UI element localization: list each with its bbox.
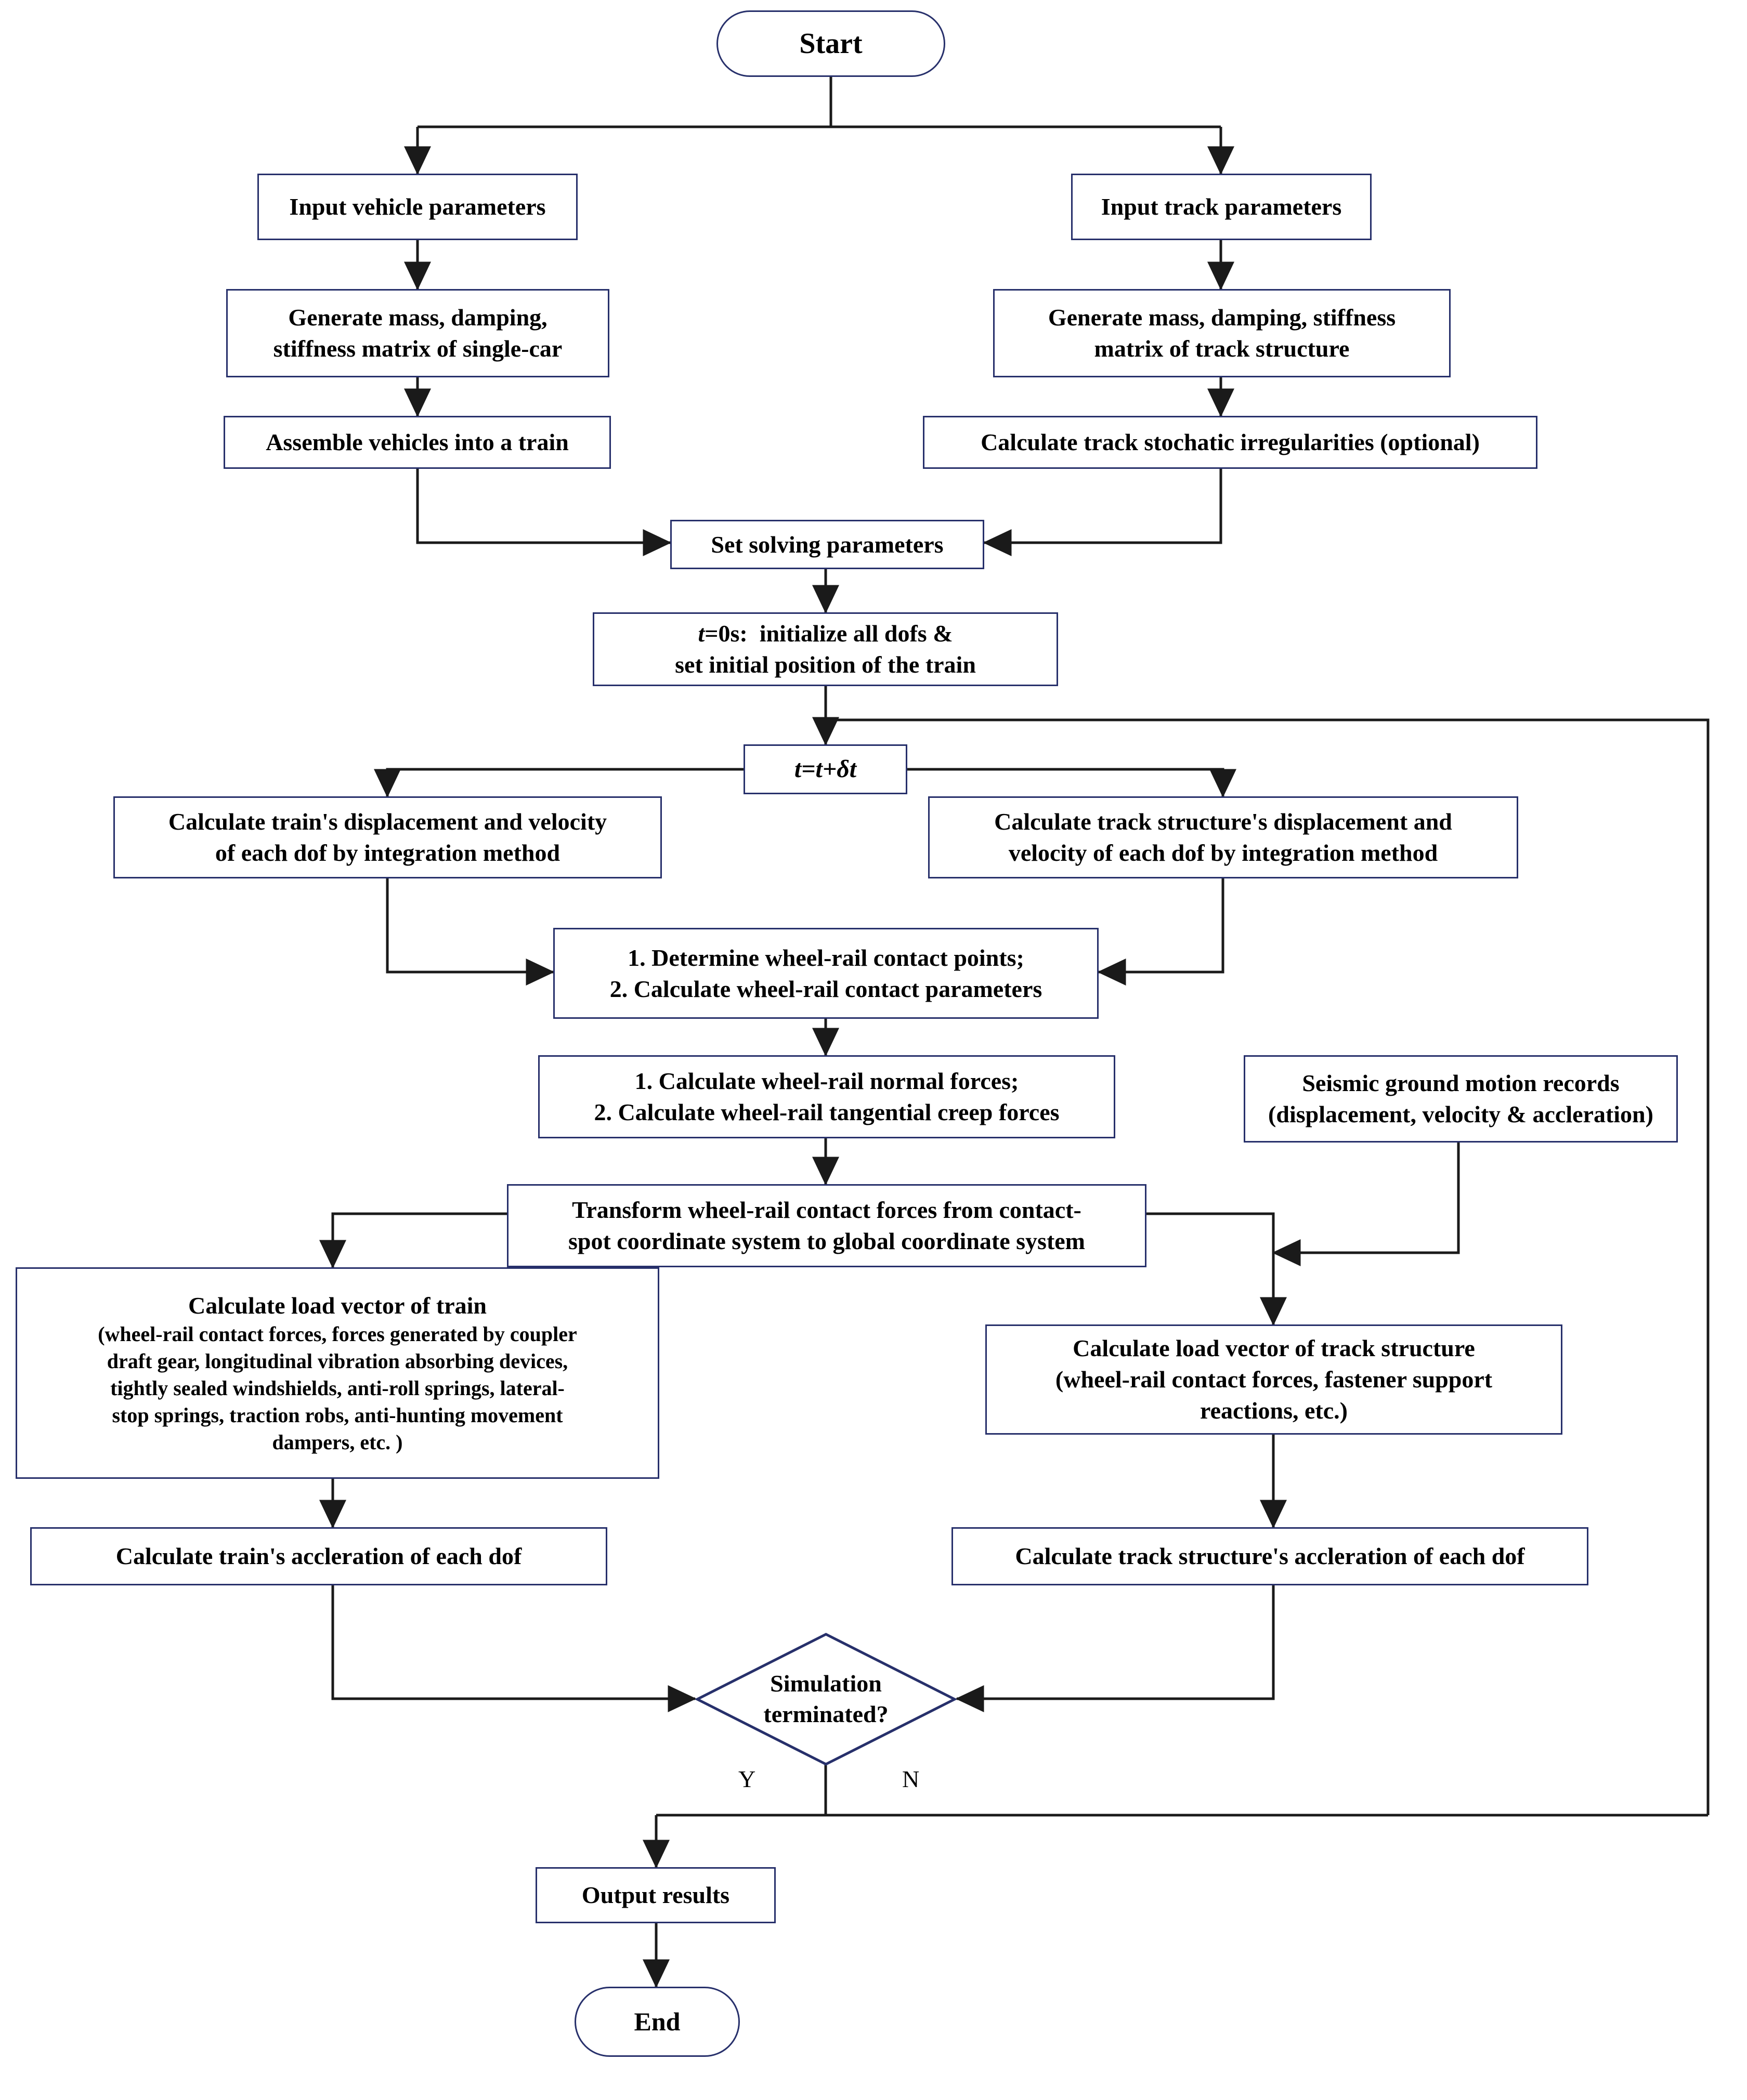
node-load-vector-track-line3: reactions, etc.) [1200,1397,1348,1424]
node-contact-points-line2: 2. Calculate wheel-rail contact paramete… [609,975,1042,1002]
node-seismic-records-line2: (displacement, velocity & accleration) [1268,1101,1653,1127]
node-contact-points-line1: 1. Determine wheel-rail contact points; [628,944,1024,971]
node-load-vector-train-line2: draft gear, longitudinal vibration absor… [107,1349,568,1373]
node-contact-forces-line1: 1. Calculate wheel-rail normal forces; [634,1068,1019,1095]
wire-seismic-down [1287,1143,1460,1254]
wire-no-feedback [826,718,1710,1815]
node-train-acceleration-label: Calculate train's accleration of each do… [115,1543,522,1570]
diamond-shape [694,1633,958,1766]
node-init-time[interactable]: t=0s: initialize all dofs & set initial … [593,612,1058,686]
node-train-disp-vel-line1: Calculate train's displacement and veloc… [168,808,607,835]
node-init-time-line2: set initial position of the train [675,651,976,678]
node-load-vector-train-line5: dampers, etc. ) [272,1430,403,1454]
node-transform-forces-line1: Transform wheel-rail contact forces from… [572,1197,1081,1224]
node-assemble-train-label: Assemble vehicles into a train [266,429,569,456]
node-load-vector-train-line3: tightly sealed windshields, anti-roll sp… [110,1376,565,1400]
wire-transform-to-trackload [1146,1212,1275,1284]
node-simulation-terminated[interactable]: Simulation terminated? [694,1632,958,1766]
node-seismic-records[interactable]: Seismic ground motion records (displacem… [1244,1055,1678,1143]
node-load-vector-track[interactable]: Calculate load vector of track structure… [985,1324,1562,1435]
node-input-vehicle-label: Input vehicle parameters [289,193,546,220]
node-load-vector-train[interactable]: Calculate load vector of train (wheel-ra… [16,1267,659,1479]
node-time-step-label: t=t+δt [794,755,857,783]
node-end[interactable]: End [575,1987,740,2057]
node-simulation-terminated-line1: Simulation [770,1670,882,1697]
node-load-vector-train-heading: Calculate load vector of train [188,1292,487,1319]
node-track-acceleration-label: Calculate track structure's accleration … [1015,1543,1525,1570]
node-start[interactable]: Start [716,10,945,77]
node-generate-track-matrix-line1: Generate mass, damping, stiffness [1048,304,1396,331]
node-track-disp-vel-line2: velocity of each dof by integration meth… [1008,839,1438,866]
node-input-vehicle[interactable]: Input vehicle parameters [257,174,578,240]
node-track-disp-vel[interactable]: Calculate track structure's displacement… [928,796,1518,878]
node-track-irregularities-label: Calculate track stochatic irregularities… [981,429,1480,456]
wire-trainaccel-to-decision [331,1585,681,1700]
wire-trackaccel-to-decision [971,1585,1275,1700]
node-generate-vehicle-matrix-line2: stiffness matrix of single-car [273,335,563,362]
node-set-solving-parameters[interactable]: Set solving parameters [670,520,984,569]
node-output-results-label: Output results [581,1882,730,1909]
node-train-disp-vel[interactable]: Calculate train's displacement and veloc… [113,796,662,878]
node-input-track[interactable]: Input track parameters [1071,174,1372,240]
node-train-disp-vel-line2: of each dof by integration method [215,839,560,866]
node-simulation-terminated-line2: terminated? [763,1701,889,1727]
node-contact-points[interactable]: 1. Determine wheel-rail contact points; … [553,928,1099,1019]
node-generate-vehicle-matrix-line1: Generate mass, damping, [288,304,547,331]
wire-transform-to-trainload [319,1212,507,1269]
node-set-solving-parameters-label: Set solving parameters [711,531,944,558]
wire-trackdisp-to-contact [1113,878,1224,974]
node-transform-forces[interactable]: Transform wheel-rail contact forces from… [507,1184,1146,1267]
node-seismic-records-line1: Seismic ground motion records [1302,1070,1620,1097]
node-assemble-train[interactable]: Assemble vehicles into a train [224,416,611,469]
node-generate-vehicle-matrix[interactable]: Generate mass, damping, stiffness matrix… [226,289,609,377]
node-track-irregularities[interactable]: Calculate track stochatic irregularities… [923,416,1537,469]
node-transform-forces-line2: spot coordinate system to global coordin… [568,1228,1085,1254]
node-generate-track-matrix-line2: matrix of track structure [1094,335,1350,362]
edge-label-yes: Y [738,1766,756,1792]
node-init-time-line1: t=0s: initialize all dofs & [599,618,1051,649]
wire-traindisp-to-contact [386,878,539,974]
node-load-vector-track-line1: Calculate load vector of track structure [1073,1335,1475,1362]
wire-timestep-to-train-disp [373,768,744,798]
wire-assemble-to-solve [416,469,656,544]
node-track-disp-vel-line1: Calculate track structure's displacement… [994,808,1452,835]
node-track-acceleration[interactable]: Calculate track structure's accleration … [951,1527,1588,1585]
node-contact-forces-line2: 2. Calculate wheel-rail tangential creep… [594,1099,1060,1125]
node-end-label: End [634,2007,681,2036]
node-contact-forces[interactable]: 1. Calculate wheel-rail normal forces; 2… [538,1055,1115,1138]
node-train-acceleration[interactable]: Calculate train's accleration of each do… [30,1527,607,1585]
italic-t: t [698,620,705,647]
wire-timestep-to-track-disp [907,768,1236,798]
node-load-vector-track-line2: (wheel-rail contact forces, fastener sup… [1055,1366,1493,1393]
edge-label-no: N [902,1766,920,1792]
node-start-label: Start [799,27,863,60]
node-output-results[interactable]: Output results [536,1867,776,1923]
wire-irreg-to-solve [998,469,1222,544]
node-input-track-label: Input track parameters [1101,193,1342,220]
node-time-step[interactable]: t=t+δt [744,744,907,794]
node-load-vector-train-line1: (wheel-rail contact forces, forces gener… [98,1322,577,1346]
node-load-vector-train-line4: stop springs, traction robs, anti-huntin… [112,1403,563,1427]
node-generate-track-matrix[interactable]: Generate mass, damping, stiffness matrix… [993,289,1451,377]
node-init-time-line1-rest: =0s: initialize all dofs & [705,620,953,647]
